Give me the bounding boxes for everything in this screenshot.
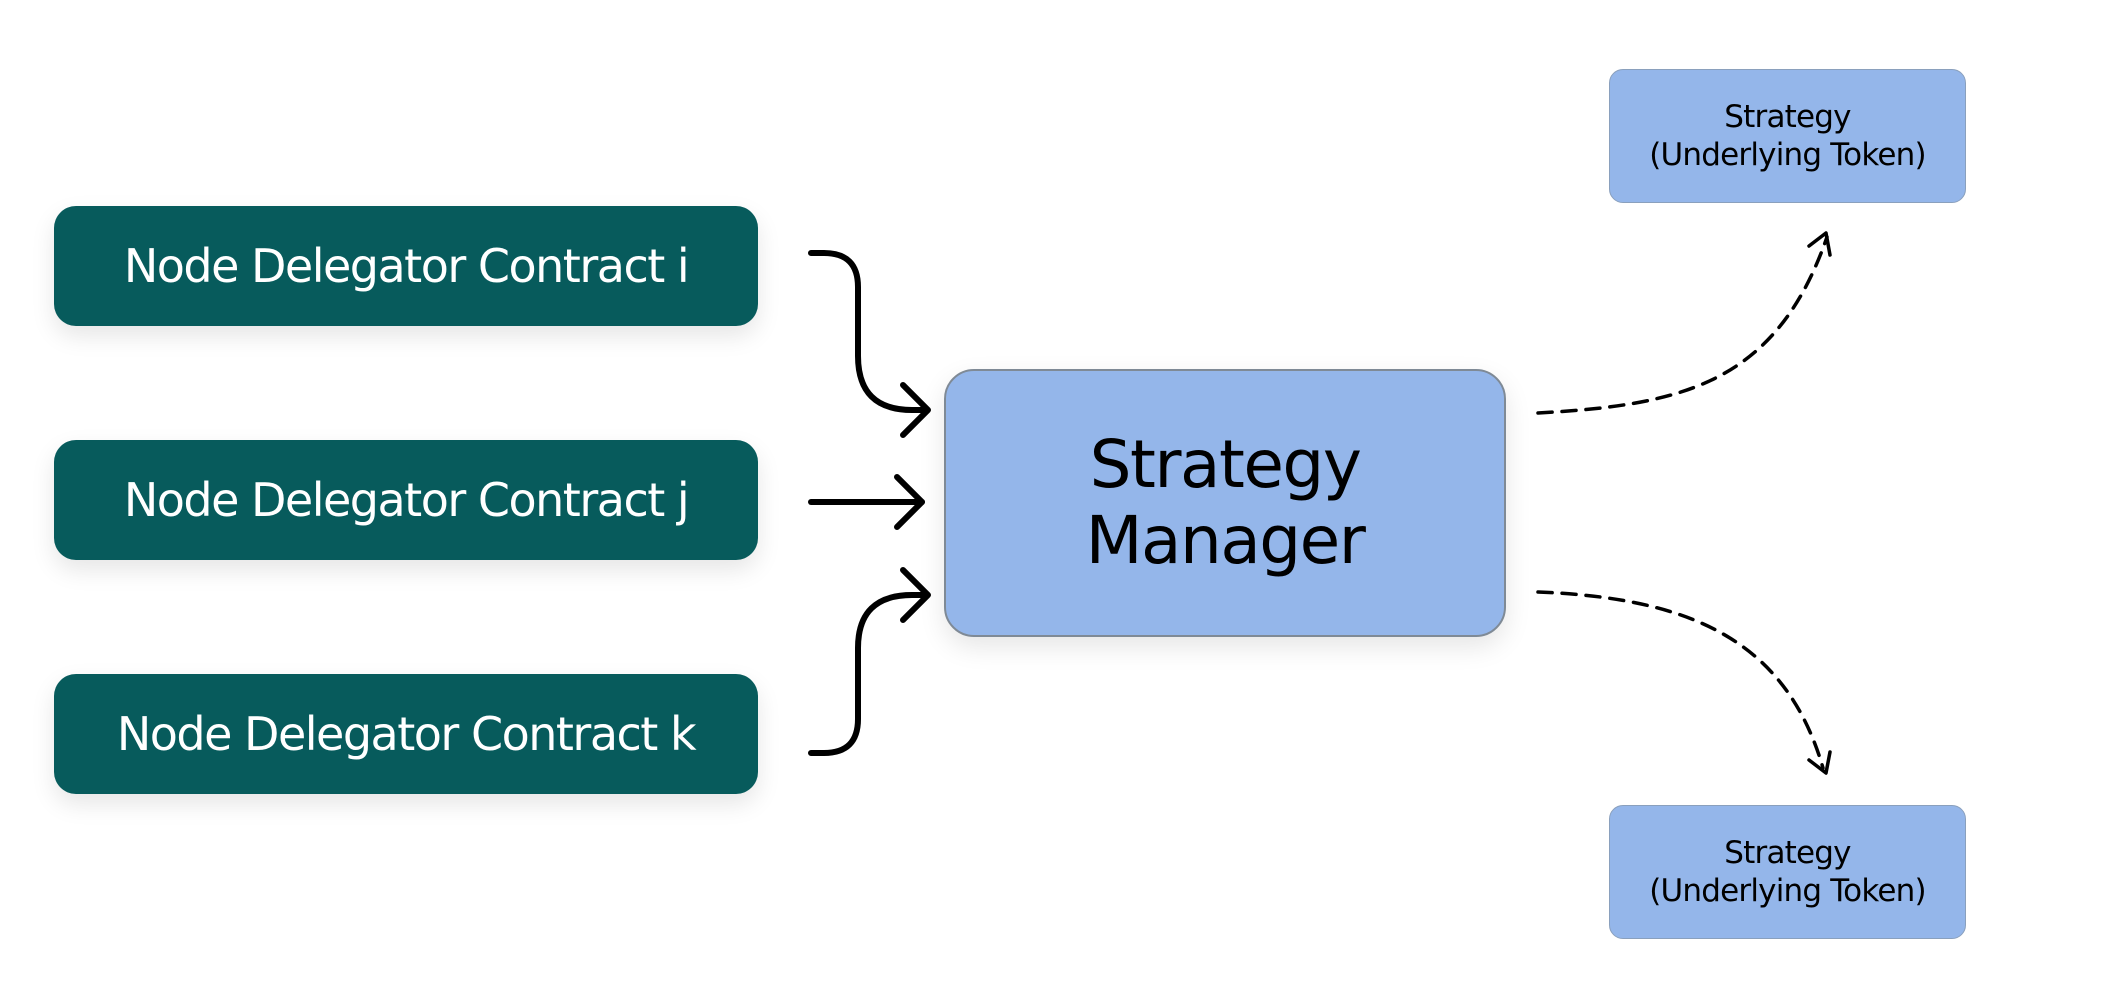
manager-label-line1: Strategy: [1089, 426, 1362, 503]
strategy-label-line1: Strategy: [1724, 99, 1851, 135]
strategy-top: Strategy (Underlying Token): [1609, 69, 1966, 203]
dashed-arrowhead-top: [1807, 231, 1832, 257]
node-label: Node Delegator Contract j: [123, 473, 690, 527]
strategy-label-line2: (Underlying Token): [1649, 137, 1926, 173]
node-label: Node Delegator Contract k: [116, 707, 697, 761]
dashed-arrow-to-strategy-bottom: [1536, 590, 1825, 770]
arrowhead-node-k: [900, 567, 931, 623]
node-label: Node Delegator Contract i: [123, 239, 690, 293]
dashed-arrow-to-strategy-top: [1536, 235, 1829, 415]
strategy-label-line1: Strategy: [1724, 835, 1851, 871]
manager-label-line2: Manager: [1085, 502, 1366, 579]
strategy-label-line2: (Underlying Token): [1649, 873, 1926, 909]
node-delegator-contract-j: Node Delegator Contract j: [54, 440, 758, 560]
strategy-manager: Strategy Manager: [944, 369, 1506, 637]
node-delegator-contract-k: Node Delegator Contract k: [54, 674, 758, 794]
arrow-node-i-to-manager: [808, 250, 927, 413]
arrowhead-node-j: [894, 474, 925, 530]
arrowhead-node-i: [900, 382, 931, 438]
dashed-arrowhead-bottom: [1807, 750, 1832, 775]
arrow-node-k-to-manager: [808, 592, 927, 756]
strategy-bottom: Strategy (Underlying Token): [1609, 805, 1966, 939]
node-delegator-contract-i: Node Delegator Contract i: [54, 206, 758, 326]
